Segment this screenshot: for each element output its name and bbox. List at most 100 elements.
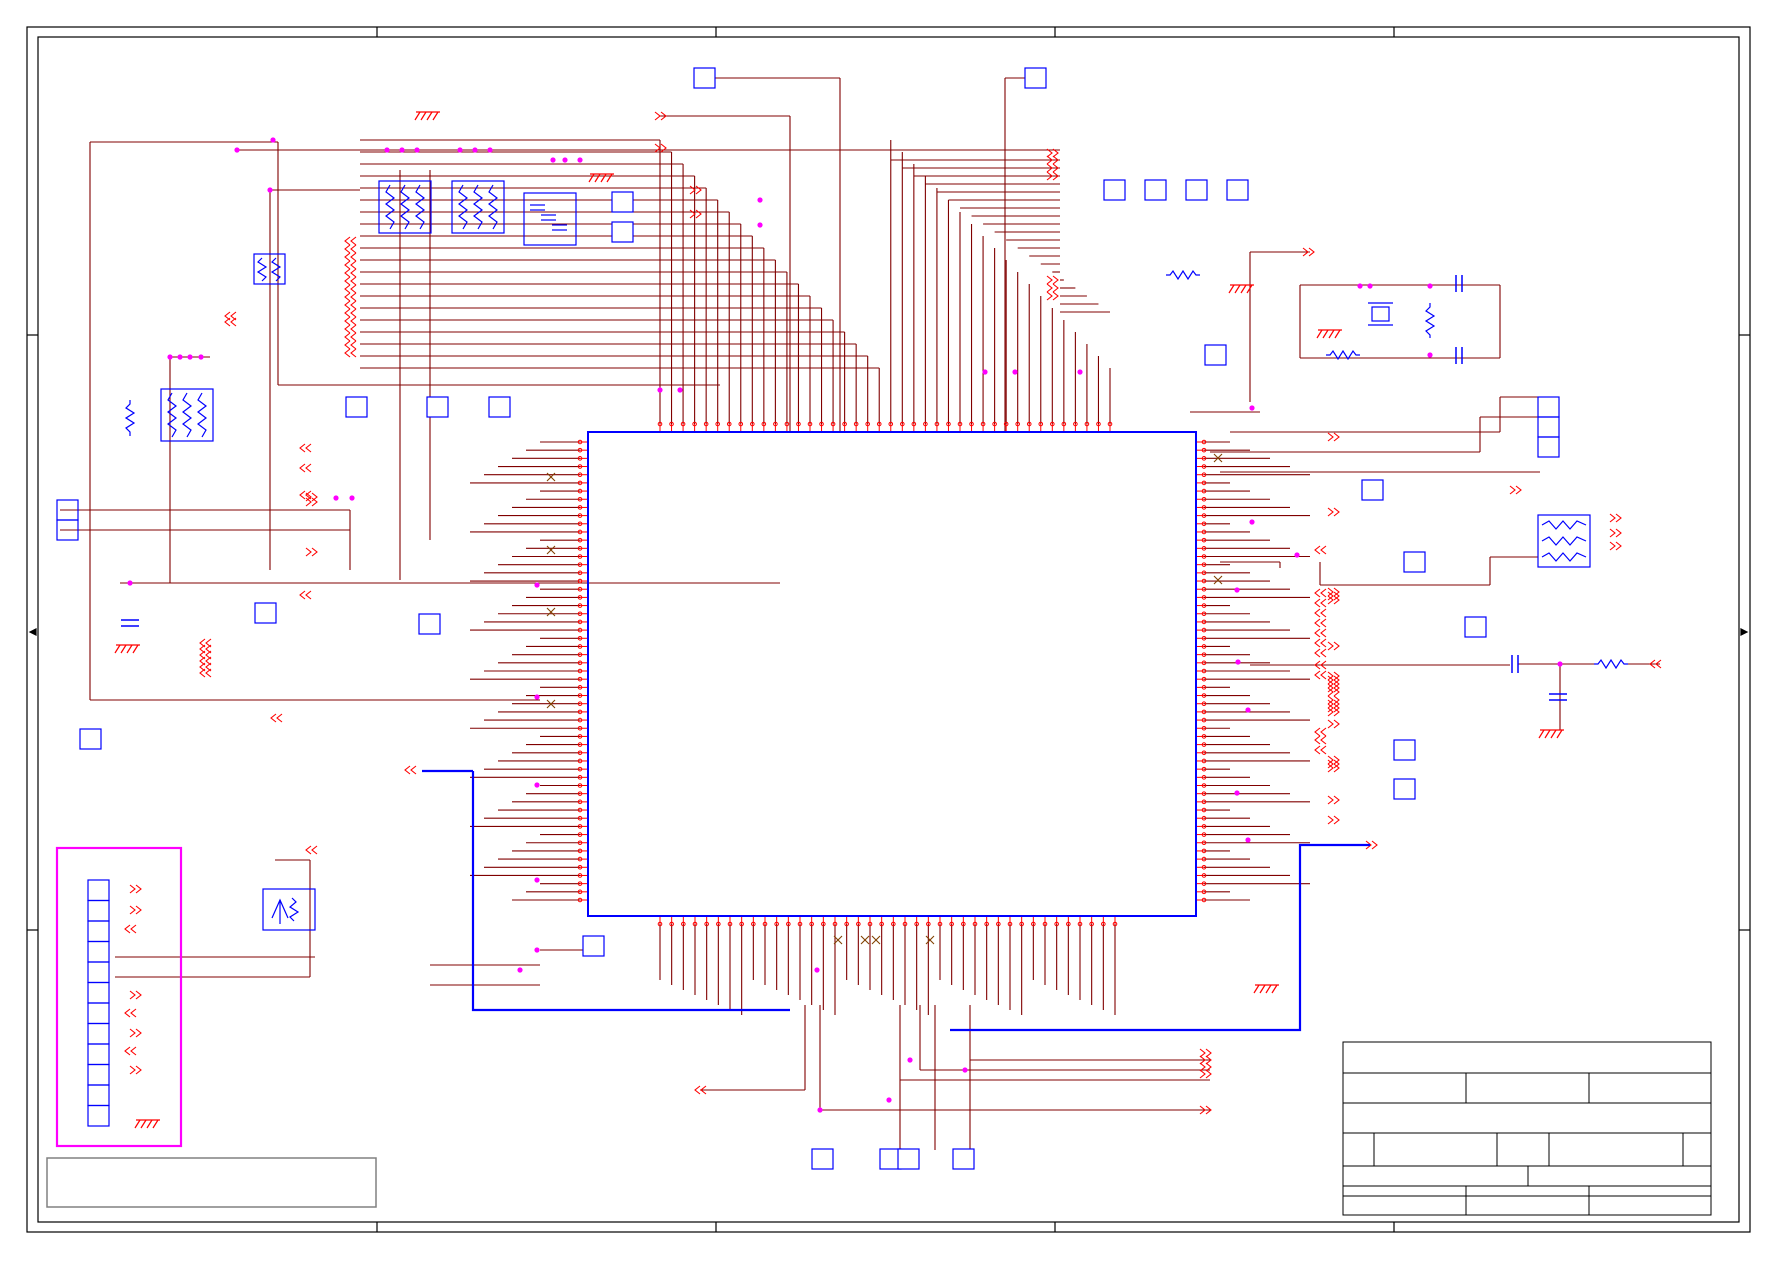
port-box[interactable] <box>611 191 634 213</box>
offpage-left-arrow[interactable] <box>1314 670 1321 680</box>
resistor-network-rn3[interactable] <box>253 253 286 285</box>
offpage-right-arrow[interactable] <box>1199 1062 1206 1072</box>
offpage-right-arrow[interactable] <box>129 1065 136 1075</box>
offpage-right-arrow[interactable] <box>1327 641 1334 651</box>
offpage-left-arrow[interactable] <box>694 1085 701 1095</box>
offpage-left-arrow[interactable] <box>1314 588 1321 598</box>
offpage-left-arrow[interactable] <box>270 713 277 723</box>
offpage-right-arrow[interactable] <box>1327 683 1334 693</box>
offpage-left-arrow[interactable] <box>344 340 351 350</box>
offpage-left-arrow[interactable] <box>1314 735 1321 745</box>
port-box[interactable] <box>952 1148 975 1170</box>
offpage-right-arrow[interactable] <box>1199 1105 1206 1115</box>
resistor-r5[interactable] <box>1594 658 1628 670</box>
offpage-right-arrow[interactable] <box>1365 840 1372 850</box>
resistor-network-rn5[interactable] <box>1537 514 1591 568</box>
offpage-left-arrow[interactable] <box>1314 660 1321 670</box>
offpage-left-arrow[interactable] <box>344 300 351 310</box>
offpage-left-arrow[interactable] <box>1314 608 1321 618</box>
offpage-right-arrow[interactable] <box>1327 719 1334 729</box>
offpage-right-arrow[interactable] <box>1609 541 1616 551</box>
offpage-left-arrow[interactable] <box>1314 727 1321 737</box>
offpage-right-arrow[interactable] <box>1046 275 1053 285</box>
offpage-left-arrow[interactable] <box>1314 745 1321 755</box>
offpage-right-arrow[interactable] <box>1327 591 1334 601</box>
port-box[interactable] <box>1403 551 1426 573</box>
port-box[interactable] <box>1226 179 1249 201</box>
offpage-right-arrow[interactable] <box>689 209 696 219</box>
offpage-right-arrow[interactable] <box>1046 155 1053 165</box>
resistor-network-rn2[interactable] <box>451 180 505 234</box>
offpage-right-arrow[interactable] <box>129 905 136 915</box>
offpage-right-arrow[interactable] <box>654 111 661 121</box>
offpage-right-arrow[interactable] <box>689 185 696 195</box>
offpage-right-arrow[interactable] <box>1327 703 1334 713</box>
port-box[interactable] <box>254 602 277 624</box>
offpage-left-arrow[interactable] <box>344 252 351 262</box>
offpage-right-arrow[interactable] <box>1327 763 1334 773</box>
offpage-left-arrow[interactable] <box>344 332 351 342</box>
offpage-right-arrow[interactable] <box>1609 513 1616 523</box>
port-box[interactable] <box>611 221 634 243</box>
port-box[interactable] <box>418 613 441 635</box>
offpage-left-arrow[interactable] <box>199 668 206 678</box>
port-box[interactable] <box>488 396 511 418</box>
port-box[interactable] <box>1144 179 1167 201</box>
capacitor-c4[interactable] <box>1511 655 1519 673</box>
offpage-right-arrow[interactable] <box>1199 1048 1206 1058</box>
port-box[interactable] <box>1393 739 1416 761</box>
offpage-right-arrow[interactable] <box>129 990 136 1000</box>
offpage-left-arrow[interactable] <box>299 590 306 600</box>
offpage-left-arrow[interactable] <box>404 765 411 775</box>
port-box[interactable] <box>582 935 605 957</box>
offpage-right-arrow[interactable] <box>1199 1069 1206 1079</box>
offpage-right-arrow[interactable] <box>1046 291 1053 301</box>
offpage-left-arrow[interactable] <box>124 924 131 934</box>
offpage-right-arrow[interactable] <box>305 547 312 557</box>
offpage-left-arrow[interactable] <box>299 443 306 453</box>
port-box[interactable] <box>1185 179 1208 201</box>
crystal-y1[interactable] <box>1368 302 1393 326</box>
port-box[interactable] <box>1204 344 1227 366</box>
offpage-left-arrow[interactable] <box>305 845 312 855</box>
offpage-left-arrow[interactable] <box>299 490 306 500</box>
offpage-right-arrow[interactable] <box>1046 171 1053 181</box>
offpage-left-arrow[interactable] <box>224 317 231 327</box>
port-box[interactable] <box>79 728 102 750</box>
port-box[interactable] <box>811 1148 834 1170</box>
offpage-left-arrow[interactable] <box>344 292 351 302</box>
offpage-left-arrow[interactable] <box>299 463 306 473</box>
connector-j3-pin[interactable] <box>87 1104 110 1127</box>
offpage-left-arrow[interactable] <box>1649 659 1656 669</box>
connector-j1[interactable] <box>56 499 79 541</box>
port-box[interactable] <box>345 396 368 418</box>
capacitor-c2[interactable] <box>1455 347 1463 364</box>
offpage-left-arrow[interactable] <box>1314 545 1321 555</box>
port-box[interactable] <box>1024 67 1047 89</box>
resistor-r3[interactable] <box>1326 349 1360 361</box>
port-box[interactable] <box>1103 179 1126 201</box>
offpage-right-arrow[interactable] <box>1327 755 1334 765</box>
port-box[interactable] <box>1393 778 1416 800</box>
ic-u1[interactable] <box>587 431 1197 917</box>
connector-j3[interactable] <box>87 879 110 1127</box>
offpage-right-arrow[interactable] <box>1199 1055 1206 1065</box>
connector-j2[interactable] <box>1537 396 1560 458</box>
offpage-right-arrow[interactable] <box>1609 528 1616 538</box>
offpage-right-arrow[interactable] <box>129 1028 136 1038</box>
resistor-r2[interactable] <box>1166 269 1200 281</box>
resistor-network-rn4[interactable] <box>160 388 214 442</box>
offpage-right-arrow[interactable] <box>129 884 136 894</box>
offpage-right-arrow[interactable] <box>1327 675 1334 685</box>
offpage-right-arrow[interactable] <box>1327 595 1334 605</box>
offpage-left-arrow[interactable] <box>344 316 351 326</box>
port-box[interactable] <box>426 396 449 418</box>
offpage-right-arrow[interactable] <box>1327 679 1334 689</box>
offpage-left-arrow[interactable] <box>344 236 351 246</box>
offpage-right-arrow[interactable] <box>1327 695 1334 705</box>
offpage-right-arrow[interactable] <box>1509 485 1516 495</box>
offpage-right-arrow[interactable] <box>1327 815 1334 825</box>
offpage-right-arrow[interactable] <box>1327 587 1334 597</box>
offpage-right-arrow[interactable] <box>1327 671 1334 681</box>
offpage-right-arrow[interactable] <box>1327 759 1334 769</box>
